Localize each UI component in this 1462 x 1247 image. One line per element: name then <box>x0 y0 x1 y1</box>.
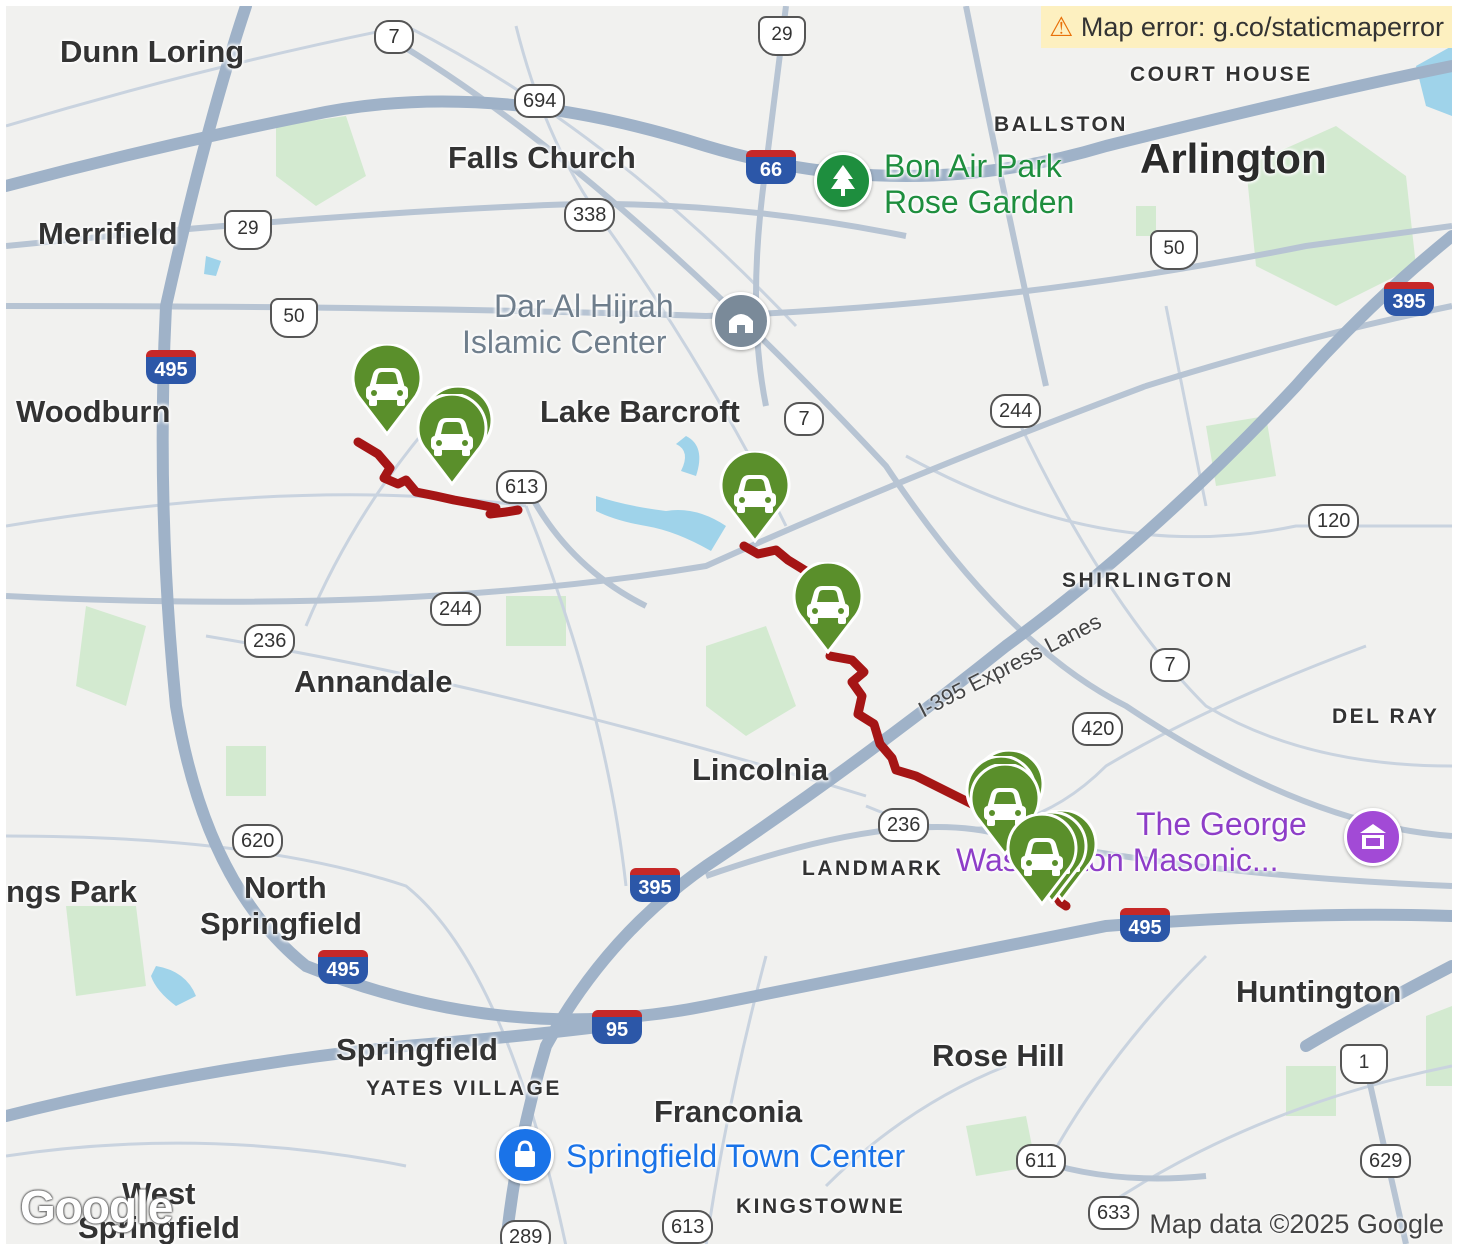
road-shield: 633 <box>1088 1196 1140 1230</box>
road-shield: 289 <box>500 1220 552 1244</box>
map-error-banner[interactable]: ⚠ Map error: g.co/staticmaperror <box>1041 6 1452 48</box>
place-label: Falls Church <box>448 140 636 175</box>
car-icon <box>416 392 488 487</box>
place-label: Dunn Loring <box>60 34 245 69</box>
place-label: North <box>244 870 327 905</box>
us-route-shield: 29 <box>224 210 272 250</box>
road-shield: 236 <box>878 808 930 842</box>
poi-label[interactable]: Islamic Center <box>462 324 667 360</box>
neighborhood-label: LANDMARK <box>802 857 944 880</box>
car-marker[interactable] <box>349 342 425 437</box>
interstate-shield: 495 <box>318 950 368 984</box>
road-shield: 629 <box>1360 1144 1412 1178</box>
place-label: Arlington <box>1140 135 1327 182</box>
poi-label[interactable]: Rose Garden <box>884 184 1075 220</box>
place-label: Springfield <box>78 1210 240 1244</box>
car-marker[interactable] <box>790 560 866 655</box>
car-icon <box>792 560 864 655</box>
place-label: Lincolnia <box>692 752 829 787</box>
map-canvas[interactable]: 7 29 694 66 338 29 50 50 495 395 7 244 6… <box>6 6 1452 1244</box>
road-shield: 244 <box>990 394 1042 428</box>
mosque-icon[interactable] <box>712 292 770 350</box>
car-icon <box>719 449 791 544</box>
road-shield: 613 <box>662 1210 714 1244</box>
map-attribution: Map data ©2025 Google <box>1149 1209 1444 1239</box>
place-label: Huntington <box>1236 974 1402 1009</box>
place-label: Merrifield <box>38 216 178 251</box>
car-icon <box>1006 812 1078 907</box>
car-marker[interactable] <box>717 449 793 544</box>
us-route-shield: 50 <box>1150 230 1198 270</box>
road-shield: 236 <box>244 624 296 658</box>
interstate-shield: 66 <box>746 150 796 184</box>
road-shield: 611 <box>1016 1144 1066 1178</box>
interstate-shield: 95 <box>592 1010 642 1044</box>
interstate-shield: 495 <box>146 350 196 384</box>
place-label: Springfield <box>200 906 362 941</box>
road-shield: 613 <box>496 470 548 504</box>
park-icon[interactable] <box>814 152 872 210</box>
place-label: Franconia <box>654 1094 803 1129</box>
highways <box>6 6 1452 1244</box>
interstate-shield: 395 <box>1384 282 1434 316</box>
place-label: ngs Park <box>6 874 137 909</box>
place-label: Woodburn <box>16 394 171 429</box>
place-label: Rose Hill <box>932 1038 1065 1073</box>
place-label: West <box>122 1176 196 1211</box>
museum-icon[interactable] <box>1344 808 1402 866</box>
interstate-shield: 395 <box>630 868 680 902</box>
road-shield: 338 <box>564 198 616 232</box>
neighborhood-label: KINGSTOWNE <box>736 1195 906 1218</box>
road-shield: 120 <box>1308 504 1360 538</box>
place-label: Springfield <box>336 1032 498 1067</box>
shopping-icon[interactable] <box>496 1126 554 1184</box>
google-logo: Google <box>20 1181 173 1233</box>
neighborhood-label: SHIRLINGTON <box>1062 569 1234 592</box>
neighborhood-label: DEL RAY <box>1332 705 1440 728</box>
car-icon <box>351 342 423 437</box>
road-shield: 244 <box>430 592 482 626</box>
place-label: Annandale <box>294 664 453 699</box>
us-route-shield: 29 <box>758 16 806 56</box>
road-shield: 7 <box>784 402 824 436</box>
poi-label[interactable]: Dar Al Hijrah <box>494 288 674 324</box>
road-shield: 620 <box>232 824 284 858</box>
poi-label[interactable]: Springfield Town Center <box>566 1138 906 1174</box>
road-shield: 694 <box>514 84 566 118</box>
warning-icon: ⚠ <box>1049 12 1074 42</box>
interstate-shield: 495 <box>1120 908 1170 942</box>
map-base-layer <box>6 6 1452 1244</box>
neighborhood-label: COURT HOUSE <box>1130 63 1313 86</box>
poi-label[interactable]: The George <box>1136 806 1307 842</box>
neighborhood-label: BALLSTON <box>994 113 1128 136</box>
car-marker[interactable] <box>1004 812 1080 907</box>
us-route-shield: 1 <box>1340 1044 1388 1084</box>
road-shield: 7 <box>1150 648 1190 682</box>
us-route-shield: 50 <box>270 298 318 338</box>
road-shield: 7 <box>374 20 414 54</box>
map-error-text: Map error: g.co/staticmaperror <box>1080 12 1444 42</box>
car-marker[interactable] <box>414 392 490 487</box>
neighborhood-label: YATES VILLAGE <box>366 1077 562 1100</box>
arterial-roads <box>6 6 1452 1244</box>
poi-label[interactable]: Bon Air Park <box>884 148 1062 184</box>
road-shield: 420 <box>1072 712 1124 746</box>
place-label: Lake Barcroft <box>540 394 740 429</box>
